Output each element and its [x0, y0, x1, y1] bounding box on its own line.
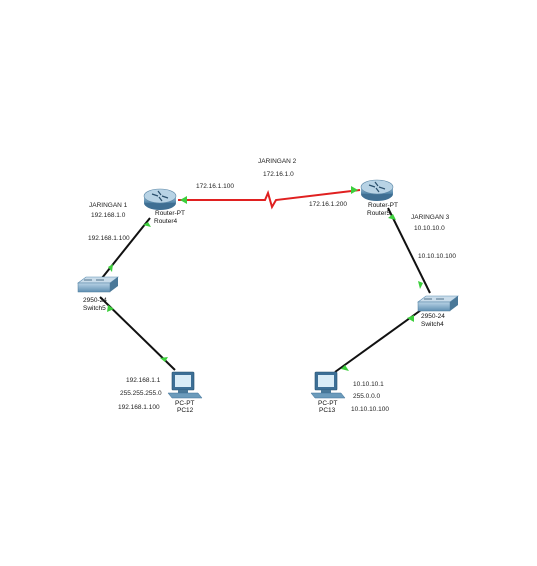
switch-icon	[417, 295, 459, 312]
switch4-name: Switch4	[421, 321, 444, 328]
router5-name: Router5	[367, 210, 391, 217]
link-status-indicator	[160, 357, 168, 362]
link-status-indicator	[418, 281, 423, 289]
pc12-gateway: 192.168.1.100	[118, 404, 160, 411]
network-3-address: 10.10.10.0	[414, 225, 445, 232]
link-status-indicator	[341, 365, 349, 371]
router5-lan-ip: 10.10.10.100	[418, 253, 456, 260]
router4-lan-ip: 192.168.1.100	[88, 235, 130, 242]
link-status-indicator	[407, 315, 414, 322]
network-2-title: JARINGAN 2	[258, 158, 297, 165]
pc12-name: PC12	[177, 407, 194, 414]
pc12-ip: 192.168.1.1	[126, 377, 161, 384]
router4-serial-ip: 172.16.1.100	[196, 183, 234, 190]
pc-icon	[310, 371, 346, 399]
ethernet-link-router4-switch5[interactable]	[97, 217, 151, 284]
pc13-type: PC-PT	[318, 400, 338, 407]
pc13-mask: 255.0.0.0	[353, 393, 380, 400]
router5[interactable]: Router-PT Router5	[360, 179, 398, 217]
link-status-indicator	[351, 186, 358, 194]
router5-type: Router-PT	[368, 202, 398, 209]
router4-name: Router4	[154, 218, 178, 225]
network-2-address: 172.16.1.0	[263, 171, 294, 178]
switch5-name: Switch5	[83, 305, 106, 312]
network-1-address: 192.168.1.0	[91, 212, 126, 219]
pc13-gateway: 10.10.10.100	[351, 406, 389, 413]
switch5-type: 2950-24	[83, 297, 107, 304]
switch4-type: 2950-24	[421, 313, 445, 320]
link-status-indicator	[388, 214, 396, 220]
router4-type: Router-PT	[155, 210, 185, 217]
router-icon	[143, 188, 177, 210]
router-icon	[360, 179, 394, 201]
pc13[interactable]: PC-PT PC13	[310, 371, 346, 414]
pc13-ip: 10.10.10.1	[353, 381, 384, 388]
network-3-title: JARINGAN 3	[411, 214, 450, 221]
switch4[interactable]: 2950-24 Switch4	[417, 295, 459, 328]
router4[interactable]: Router-PT Router4	[143, 188, 185, 225]
ethernet-link-router5-switch4[interactable]	[387, 207, 431, 294]
pc12-type: PC-PT	[175, 400, 195, 407]
link-status-indicator	[180, 196, 187, 204]
switch5[interactable]: 2950-24 Switch5	[77, 276, 119, 312]
serial-link-router4-router5[interactable]	[178, 189, 361, 210]
pc-icon	[167, 371, 203, 399]
link-status-indicator	[143, 222, 151, 227]
ethernet-link-switch4-pc13[interactable]	[334, 304, 429, 373]
router5-serial-ip: 172.16.1.200	[309, 201, 347, 208]
link-status-indicator	[108, 264, 113, 272]
network-1-title: JARINGAN 1	[89, 202, 128, 209]
switch-icon	[77, 276, 119, 293]
link-status-indicator	[107, 305, 114, 312]
pc13-name: PC13	[319, 407, 336, 414]
pc12-mask: 255.255.255.0	[120, 390, 162, 397]
pc12[interactable]: PC-PT PC12	[167, 371, 203, 414]
